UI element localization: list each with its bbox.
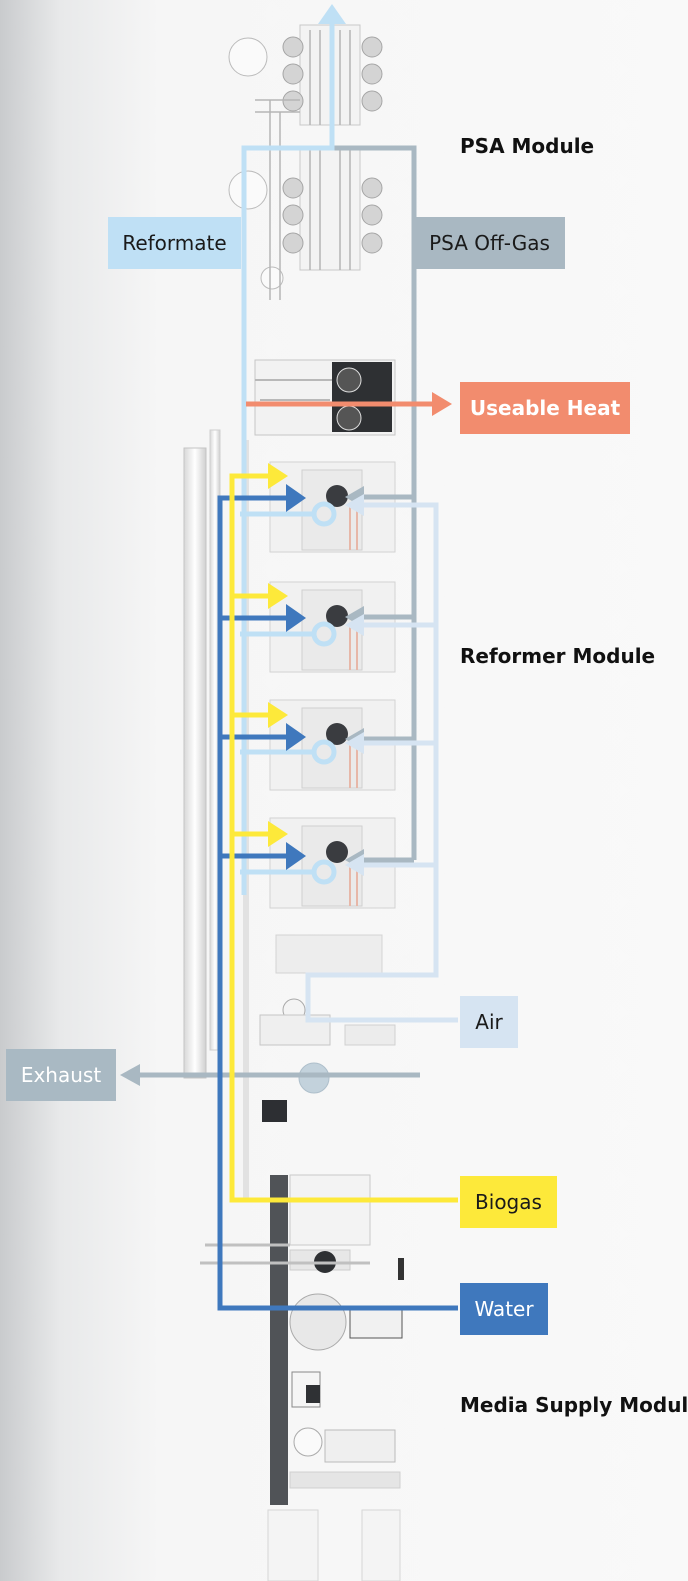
psa-module-title: PSA Module xyxy=(460,134,595,158)
reformate-arrowhead xyxy=(318,4,346,24)
media-supply-equipment xyxy=(200,1174,404,1581)
biogas-arrowheads xyxy=(268,463,288,847)
reformer-outlet-rings xyxy=(311,501,337,885)
water-label: Water xyxy=(460,1283,548,1335)
useable-heat-line xyxy=(246,392,452,416)
psa-offgas-label: PSA Off-Gas xyxy=(414,217,565,269)
exhaust-arrowhead xyxy=(120,1064,140,1086)
water-arrowheads xyxy=(286,484,306,870)
media-supply-module-title: Media Supply Module xyxy=(460,1393,688,1417)
useable-heat-label: Useable Heat xyxy=(460,382,630,434)
biogas-line xyxy=(229,473,458,1203)
air-line xyxy=(305,502,458,1023)
biogas-label: Biogas xyxy=(460,1176,557,1228)
air-label: Air xyxy=(460,996,518,1048)
exhaust-label: Exhaust xyxy=(6,1049,116,1101)
reformate-label: Reformate xyxy=(108,217,241,269)
reformer-module-title: Reformer Module xyxy=(460,644,656,668)
psa-equipment xyxy=(228,24,396,436)
blower-equipment xyxy=(259,998,396,1122)
reformate-line xyxy=(240,22,335,895)
air-arrowheads xyxy=(345,494,364,876)
vertical-exhaust-pipes xyxy=(183,429,249,1200)
reformer-units xyxy=(269,461,396,974)
